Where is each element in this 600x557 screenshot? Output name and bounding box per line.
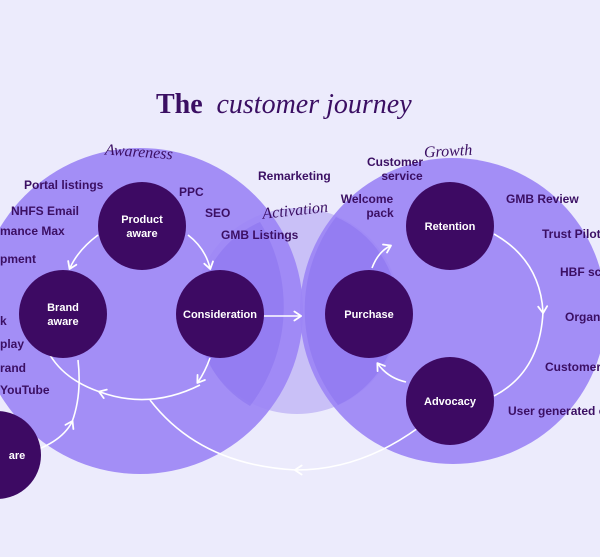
tactic-customer-service-2: service [381,169,423,183]
arrow-advocacy-to-purchase [376,362,407,383]
tactic-display: play [0,337,24,351]
brand-aware-label-2: aware [47,316,78,328]
tactic-welcome-pack-1: Welcome [341,192,394,206]
arrow-brand-curve [49,354,101,393]
tactic-trust-pilot: Trust Pilot [542,227,600,241]
tactic-partial-1: k [0,314,7,328]
tactic-hbf-score: HBF sc [560,265,600,279]
arrow-product-to-consideration [187,234,214,270]
title-italic: customer journey [216,89,412,120]
tactic-welcome-pack-2: pack [366,206,394,220]
retention-label: Retention [425,221,476,233]
partial-node-label: are [9,450,26,462]
tactic-nhfs-email: NHFS Email [11,204,79,218]
growth-phase-label: Growth [424,142,473,162]
arrow-consideration-down [196,357,211,384]
tactic-youtube: YouTube [0,383,50,397]
title-bold: The [156,89,203,120]
awareness-circle [0,148,303,474]
tactic-remarketing: Remarketing [258,169,331,183]
consideration-node [176,270,264,358]
tactic-performance-max: mance Max [0,224,65,238]
tactic-customer-service-1: Customer [367,155,423,169]
arrow-bottom-curve [98,384,201,401]
product-aware-label-2: aware [126,228,157,240]
arrow-retention-down [493,233,549,315]
arrow-left-curve [71,359,80,423]
tactic-development: pment [0,252,36,266]
arrow-right-curve [493,311,544,397]
tactic-user-generated: User generated c [508,404,600,418]
arrow-brand-to-product [67,234,99,270]
product-aware-node [98,182,186,270]
page-title: The customer journey [156,88,412,120]
tactic-gmb-review: GMB Review [506,192,579,206]
purchase-label: Purchase [344,309,394,321]
advocacy-label: Advocacy [424,396,477,408]
tactic-seo: SEO [205,206,230,220]
growth-circle [300,158,600,464]
consideration-label: Consideration [183,309,257,321]
awareness-phase-label: Awareness [103,142,173,164]
tactic-portal-listings: Portal listings [24,178,104,192]
partial-node-bottom-left [0,411,41,499]
brand-aware-node [19,270,107,358]
arrow-return-curve [149,399,297,471]
advocacy-node [406,357,494,445]
purchase-node [325,270,413,358]
retention-node [406,182,494,270]
arrow-advocacy-return [293,427,419,476]
tactic-customer: Customer [545,360,600,374]
arrow-purchase-to-retention [371,243,392,269]
tactic-ppc: PPC [179,185,204,199]
product-aware-label-1: Product [121,214,163,226]
activation-phase-label: Activation [261,199,329,223]
tactic-organic: Organ [565,310,600,324]
tactic-gmb-listings: GMB Listings [221,228,299,242]
tactic-brand: rand [0,361,26,375]
brand-aware-label-1: Brand [47,302,79,314]
